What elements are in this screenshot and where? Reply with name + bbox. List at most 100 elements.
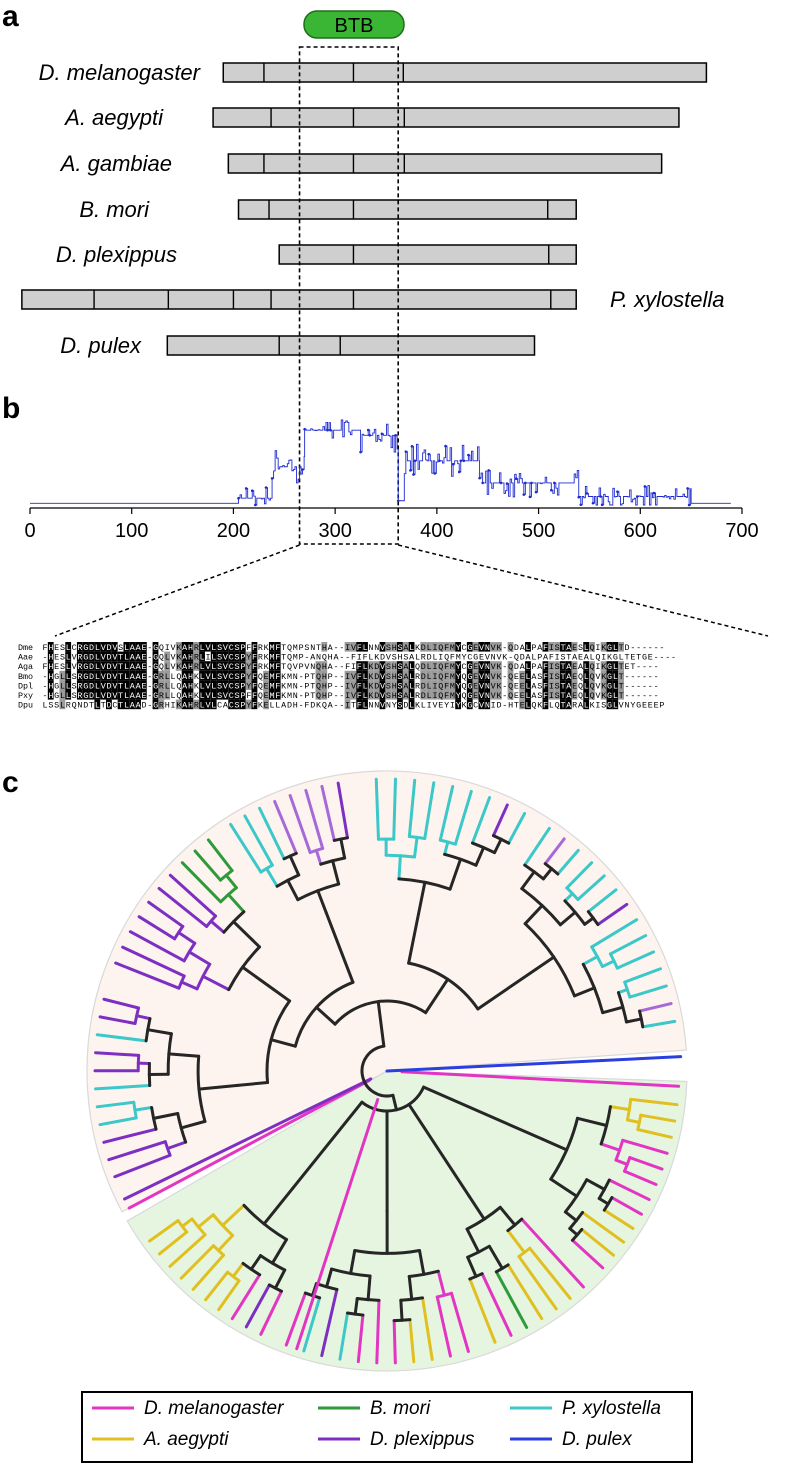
alignment-residue: L <box>95 681 100 691</box>
alignment-residue: I <box>438 653 443 663</box>
alignment-residue: V <box>479 681 484 691</box>
tree-leaf-branch <box>407 778 417 838</box>
tree-internal-branch <box>270 1238 289 1265</box>
alignment-residue: P <box>328 681 333 691</box>
alignment-shade <box>484 670 491 681</box>
zoom-line-right <box>398 544 769 637</box>
alignment-residue: N <box>368 701 373 711</box>
species-label: A. aegypti <box>63 105 164 130</box>
alignment-shade <box>344 690 351 700</box>
alignment-shade <box>152 670 159 681</box>
alignment-shade <box>554 690 560 700</box>
tree-internal-branch <box>466 1255 478 1278</box>
alignment-shade <box>525 661 531 671</box>
alignment-residue: E <box>648 653 653 663</box>
alignment-residue: E <box>648 701 653 711</box>
tree-internal-branch <box>549 1177 579 1198</box>
alignment-residue: M <box>269 643 274 653</box>
alignment-shade <box>478 690 485 700</box>
alignment-shade <box>100 642 107 652</box>
tree-internal-branch <box>288 854 301 877</box>
alignment-residue: T <box>118 691 123 701</box>
alignment-shade <box>565 680 572 690</box>
alignment-shade <box>100 661 107 671</box>
alignment-residue: L <box>363 643 368 653</box>
alignment-residue: Q <box>438 691 443 701</box>
alignment-residue: V <box>293 662 298 672</box>
alignment-shade <box>373 690 380 700</box>
alignment-residue: Q <box>438 672 443 682</box>
alignment-residue: L <box>211 681 216 691</box>
alignment-shade <box>379 699 386 710</box>
alignment-residue: T <box>118 662 123 672</box>
alignment-residue: I <box>351 662 356 672</box>
alignment-shade <box>397 661 403 671</box>
alignment-residue: M <box>287 672 292 682</box>
alignment-shade <box>466 670 473 681</box>
alignment-shade <box>373 680 380 690</box>
alignment-residue: G <box>54 691 59 701</box>
alignment-shade <box>152 699 159 710</box>
alignment-shade <box>234 661 240 671</box>
alignment-residue: M <box>293 653 298 663</box>
alignment-residue: P <box>304 681 309 691</box>
alignment-shade <box>263 680 269 690</box>
tree-internal-branch <box>600 959 616 969</box>
alignment-shade <box>466 699 473 710</box>
alignment-shade <box>216 680 223 690</box>
alignment-residue: E <box>479 653 484 663</box>
alignment-residue: Q <box>508 662 513 672</box>
alignment-shade <box>402 642 409 652</box>
alignment-shade <box>228 699 235 710</box>
alignment-shade <box>76 690 83 700</box>
alignment-residue: H <box>48 691 53 701</box>
alignment-residue: N <box>316 653 321 663</box>
alignment-shade <box>199 680 205 690</box>
tree-leaf-branch <box>204 1270 230 1302</box>
tree-internal-branch <box>493 837 503 855</box>
legend-entry: D. melanogaster <box>92 1398 284 1419</box>
alignment-residue: V <box>619 701 624 711</box>
data-point <box>270 477 274 480</box>
alignment-residue: R <box>77 653 82 663</box>
alignment-residue: E <box>473 643 478 653</box>
alignment-shade <box>565 642 572 652</box>
alignment-shade <box>490 680 496 690</box>
alignment-shade <box>350 680 357 690</box>
data-point <box>396 499 400 503</box>
alignment-shade <box>565 690 572 700</box>
alignment-shade <box>111 690 118 700</box>
tree-leaf-branch <box>157 1230 189 1256</box>
alignment-residue: I <box>549 672 554 682</box>
protein-row: D. plexippus <box>56 242 577 267</box>
alignment-residue: L <box>584 681 589 691</box>
alignment-row-label: Aae <box>18 653 33 663</box>
alignment-residue: S <box>555 643 560 653</box>
alignment-residue: - <box>636 681 641 691</box>
alignment-residue: V <box>380 643 385 653</box>
alignment-residue: V <box>223 653 228 663</box>
alignment-residue: P <box>240 701 245 711</box>
alignment-shade <box>88 642 95 652</box>
tree-leaf-branch <box>217 1279 241 1312</box>
alignment-residue: V <box>112 643 117 653</box>
alignment-shade <box>315 670 322 681</box>
alignment-residue: D <box>287 701 292 711</box>
alignment-shade <box>135 680 141 690</box>
alignment-shade <box>82 651 89 662</box>
alignment-residue: G <box>607 672 612 682</box>
tree-root-branch <box>376 1000 386 1048</box>
alignment-shade <box>350 670 357 681</box>
tree-internal-branch <box>167 1052 201 1058</box>
tree-backbone-branch <box>236 1080 270 1087</box>
alignment-residue: T <box>118 672 123 682</box>
alignment-residue: - <box>147 701 152 711</box>
alignment-residue: - <box>502 681 507 691</box>
tree-leaf-branch <box>629 1097 679 1107</box>
alignment-residue: A <box>537 643 543 653</box>
alignment-residue: V <box>101 681 106 691</box>
alignment-shade <box>449 690 456 700</box>
tree-backbone-branch <box>324 910 355 984</box>
alignment-residue: T <box>281 643 286 653</box>
alignment-shade <box>495 670 502 681</box>
